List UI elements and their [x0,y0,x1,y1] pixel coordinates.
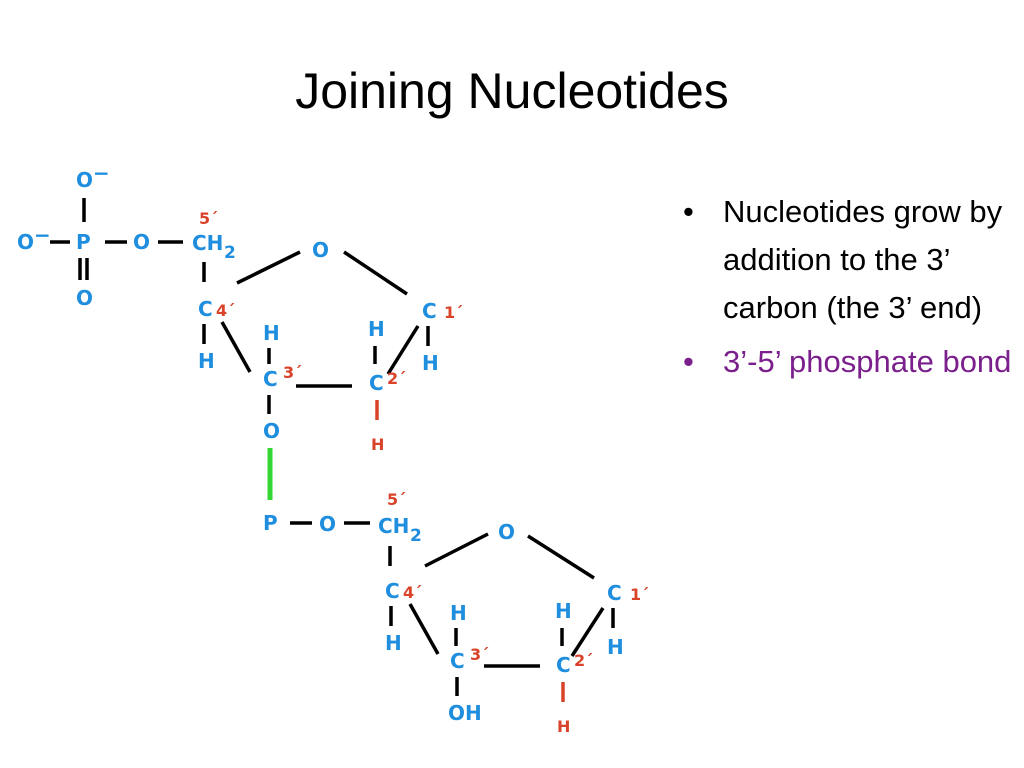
phosphate-top-oxygen: O [76,168,93,192]
ch2-subscript: 2 [410,526,422,546]
bond-line [343,250,408,296]
carbon-2: C [556,653,571,677]
ch2-group: CH [378,514,409,538]
bond-line [424,532,489,568]
sugar-ring-1: 5´ CH 2 O C 4´ H C 1´ H H C 3´ H C 2´ H … [192,209,463,454]
carbon-2-label: 2´ [387,369,406,388]
carbon-1: C [422,299,437,323]
charge-sign: − [93,161,110,185]
carbon-2-bottom-hydrogen: H [557,717,570,736]
phosphate-group-1: O − O − P O O [17,161,183,310]
carbon-5-label: 5´ [199,209,218,228]
bullet-dot: • [683,194,694,229]
carbon-3-hydrogen: H [263,321,280,345]
phosphate-left-oxygen: O [17,230,34,254]
bond-line [386,325,420,375]
phosphate-ester-oxygen: O [133,230,150,254]
carbon-1: C [607,581,622,605]
carbon-2: C [369,371,384,395]
carbon-2-top-hydrogen: H [555,599,572,623]
carbon-2-top-hydrogen: H [368,317,385,341]
carbon-1-hydrogen: H [607,635,624,659]
carbon-3: C [263,367,278,391]
ch2-group: CH [192,231,223,255]
bond-line [220,321,252,373]
phosphorus-atom: P [76,230,91,254]
carbon-3-hydrogen: H [450,601,467,625]
nucleotide-diagram: O − O − P O O 5´ CH 2 O C 4´ H C 1´ H H … [17,161,649,736]
bond-line [236,250,301,285]
phosphate-double-oxygen: O [76,286,93,310]
bullet-text: 3’-5’ phosphate bond [723,344,1012,379]
phosphate-ester-oxygen: O [319,512,336,536]
carbon-3-label: 3´ [283,363,302,382]
carbon-3-hydroxyl: OH [448,701,482,725]
bond-line [570,607,605,657]
sugar-ring-2: 5´ CH 2 O C 4´ H C 1´ H H C 3´ H C 2´ H … [378,490,649,736]
carbon-3: C [450,649,465,673]
carbon-1-label: 1´ [444,303,463,322]
carbon-1-hydrogen: H [422,351,439,375]
carbon-4-label: 4´ [216,301,235,320]
carbon-4-hydrogen: H [198,349,215,373]
carbon-3-oxygen: O [263,419,280,443]
bond-line [527,534,595,580]
bullet-list: • Nucleotides grow by addition to the 3’… [683,188,1018,392]
phosphorus-atom: P [263,511,278,535]
carbon-2-label: 2´ [574,651,593,670]
bullet-dot: • [683,344,694,379]
bullet-item-phosphate-bond: • 3’-5’ phosphate bond [683,338,1018,386]
carbon-3-label: 3´ [470,645,489,664]
charge-sign: − [34,223,51,247]
ch2-subscript: 2 [224,243,236,263]
carbon-5-label: 5´ [387,490,406,509]
carbon-4-hydrogen: H [385,631,402,655]
carbon-4: C [198,297,213,321]
carbon-2-bottom-hydrogen: H [371,435,384,454]
carbon-4-label: 4´ [403,583,422,602]
ring-oxygen: O [498,520,515,544]
ring-oxygen: O [312,238,329,262]
slide-title: Joining Nucleotides [295,63,729,119]
bond-line [408,603,440,655]
carbon-1-label: 1´ [630,585,649,604]
phosphate-group-2: P O [263,511,370,536]
bullet-item-growth: • Nucleotides grow by addition to the 3’… [683,188,1018,332]
carbon-4: C [385,579,400,603]
bullet-text: Nucleotides grow by addition to the 3’ c… [723,194,1003,325]
